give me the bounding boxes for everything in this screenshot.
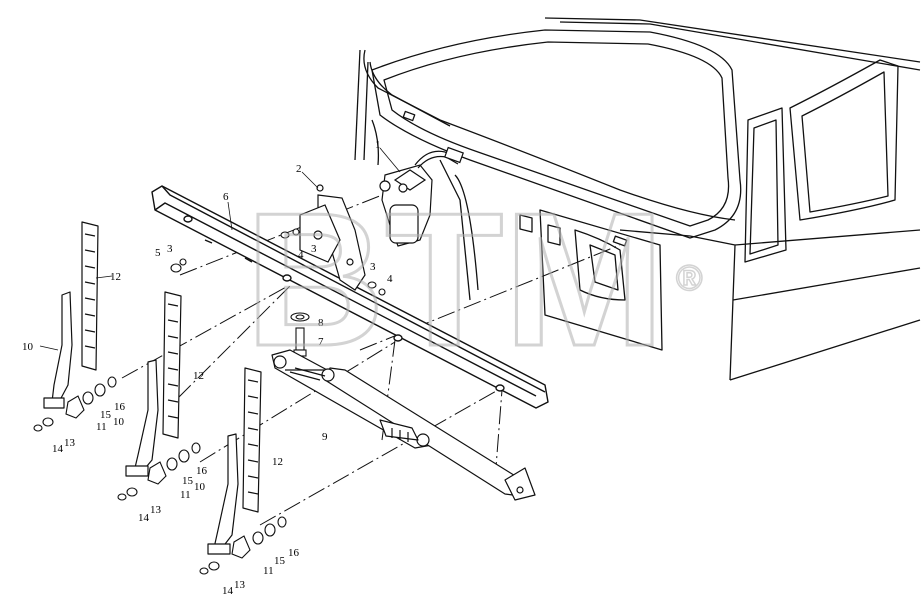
callout-11: 11 <box>96 421 107 433</box>
callout-12: 12 <box>272 456 283 468</box>
callout-7: 7 <box>318 336 324 348</box>
callout-3: 3 <box>370 261 376 273</box>
motor-bracket <box>299 184 366 291</box>
callout-12: 12 <box>110 271 121 283</box>
wiper-hub-parts <box>33 228 386 575</box>
callout-15: 15 <box>100 409 112 421</box>
callout-11: 11 <box>180 489 191 501</box>
callout-leaders <box>39 147 401 351</box>
callout-3: 3 <box>167 243 173 255</box>
callout-16: 16 <box>288 547 300 559</box>
callout-3: 3 <box>311 243 317 255</box>
watermark-registered-mark: ® <box>676 257 703 298</box>
callout-15: 15 <box>182 475 194 487</box>
callout-10: 10 <box>22 341 34 353</box>
callout-4: 4 <box>387 273 393 285</box>
callout-14: 14 <box>138 512 150 524</box>
callout-14: 14 <box>222 585 234 597</box>
btm-watermark: BTM ® <box>244 173 704 388</box>
watermark-logo-text: BTM <box>245 174 665 386</box>
callout-2: 2 <box>296 163 302 175</box>
callout-10: 10 <box>113 416 125 428</box>
truck-cab <box>354 17 921 381</box>
callout-14: 14 <box>52 443 64 455</box>
callout-13: 13 <box>64 437 76 449</box>
callout-8: 8 <box>318 317 324 329</box>
callout-1: 1 <box>375 139 381 151</box>
wiper-motor <box>379 146 464 247</box>
callout-labels: 1 2 3 3 3 4 4 5 6 7 8 9 10 10 10 11 11 1… <box>22 139 393 597</box>
callout-13: 13 <box>234 579 246 591</box>
callout-15: 15 <box>274 555 286 567</box>
wiper-arms <box>43 291 239 555</box>
callout-16: 16 <box>196 465 208 477</box>
callout-10: 10 <box>194 481 206 493</box>
callout-6: 6 <box>223 191 229 203</box>
wiper-blades <box>81 221 262 513</box>
cowl-cross-member <box>151 185 549 409</box>
callout-12: 12 <box>193 370 204 382</box>
callout-5: 5 <box>155 247 161 259</box>
callout-16: 16 <box>114 401 126 413</box>
callout-9: 9 <box>322 431 328 443</box>
callout-11: 11 <box>263 565 274 577</box>
callout-13: 13 <box>150 504 162 516</box>
callout-4: 4 <box>298 249 304 261</box>
wiper-linkage <box>271 349 536 501</box>
